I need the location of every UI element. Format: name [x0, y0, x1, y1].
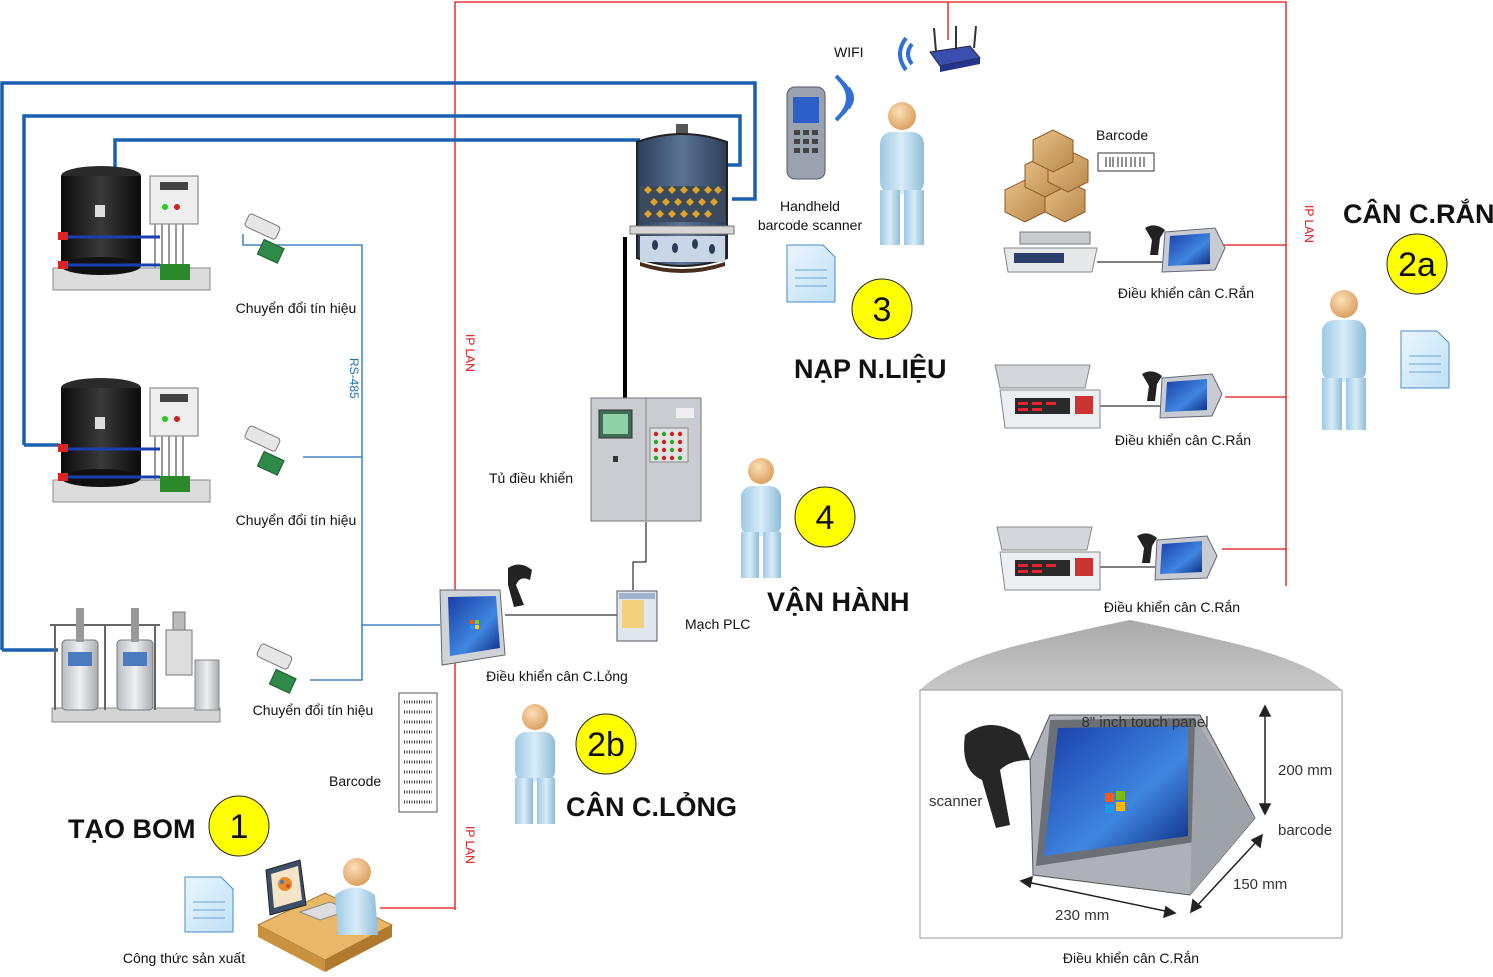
wifi-router-icon [929, 25, 981, 72]
solid-controller-panel-2 [1142, 371, 1223, 419]
document-icon-3 [786, 244, 836, 303]
operator-person-4 [741, 458, 781, 578]
document-icon-recipe [184, 876, 234, 933]
signal-converter-device-3 [256, 643, 297, 694]
rs485-bus [242, 234, 440, 681]
stage-badge-2b: 2b [575, 713, 637, 775]
handheld-label-line2: barcode scanner [758, 217, 863, 233]
solid-controller-panel-1 [1145, 225, 1226, 273]
panel-height-label: 200 mm [1278, 762, 1332, 779]
ip-lan-network [380, 1, 1287, 910]
panel-barcode-label: barcode [1278, 822, 1332, 839]
control-cabinet [590, 397, 702, 522]
ip-lan-label-2: IP LAN [463, 826, 477, 864]
stage-number-3: 3 [873, 291, 892, 329]
barcode-label-top [1097, 152, 1155, 172]
plc-label: Mạch PLC [685, 616, 750, 632]
rs485-label: RS-485 [347, 358, 361, 399]
solid-scale-2 [994, 364, 1101, 429]
control-wiring [505, 237, 1165, 616]
stage-title-2b: CÂN C.LỎNG [566, 790, 737, 822]
stage-number-1: 1 [230, 808, 249, 846]
handheld-label-line1: Handheld [780, 198, 840, 214]
feed-silo [629, 124, 735, 273]
ip-lan-label-3: IP LAN [1302, 205, 1316, 243]
stage-badge-1: 1 [208, 795, 270, 857]
operator-person-3 [880, 102, 924, 245]
document-icon-2a [1400, 330, 1450, 389]
barcode-label-left-text: Barcode [329, 773, 381, 789]
wifi-label: WIFI [834, 44, 864, 60]
signal-converter-label-2: Chuyển đổi tín hiệu [236, 512, 357, 528]
touch-panel-detail-image [964, 704, 1272, 919]
barcode-sheet [398, 692, 438, 813]
stage-title-4: VẬN HÀNH [767, 586, 910, 617]
panel-depth-label: 150 mm [1233, 876, 1287, 893]
stage-title-3: NẠP N.LIỆU [794, 353, 947, 384]
wifi-signal-icon [834, 36, 914, 122]
stage-badge-3: 3 [851, 278, 913, 340]
recipe-designer-workstation [256, 858, 394, 972]
stage-number-4: 4 [816, 499, 835, 537]
stage-number-2b: 2b [587, 726, 625, 764]
control-cabinet-label: Tủ điều khiển [489, 470, 573, 486]
stage-title-2a: CÂN C.RẮN [1343, 198, 1493, 229]
signal-converter-label-3: Chuyển đổi tín hiệu [253, 702, 374, 718]
solid-controller-detail-label: Điều khiển cân C.Rắn [1063, 950, 1199, 966]
handheld-scanner-device [786, 86, 826, 180]
solid-scale-3 [996, 526, 1101, 591]
liquid-weighing-panel [439, 589, 506, 666]
process-pipes [0, 81, 757, 652]
solid-controller-label-3: Điều khiển cân C.Rắn [1104, 599, 1240, 615]
boiler-unit [50, 608, 221, 723]
operator-person-2a [1322, 290, 1366, 430]
solid-scale-1 [1003, 231, 1098, 273]
signal-converter-device-2 [244, 425, 285, 476]
liquid-controller-label: Điều khiển cân C.Lỏng [486, 668, 628, 684]
plc-module [616, 590, 658, 642]
cardboard-boxes [1004, 129, 1089, 223]
panel-scanner-label: scanner [929, 793, 982, 810]
ip-lan-label-1: IP LAN [463, 334, 477, 372]
solid-controller-label-1: Điều khiển cân C.Rắn [1118, 285, 1254, 301]
operator-person-2b [515, 704, 555, 824]
stage-number-2a: 2a [1398, 246, 1436, 284]
stage-badge-2a: 2a [1386, 233, 1448, 295]
stage-title-1: TẠO BOM [68, 814, 196, 844]
solid-controller-label-2: Điều khiển cân C.Rắn [1115, 432, 1251, 448]
liquid-barcode-scanner [508, 564, 532, 607]
panel-width-label: 230 mm [1055, 907, 1109, 924]
panel-title: 8" inch touch panel [1081, 714, 1208, 731]
solid-controller-panel-3 [1137, 533, 1218, 581]
signal-converter-label-1: Chuyển đổi tín hiệu [236, 300, 357, 316]
barcode-label-top-text: Barcode [1096, 127, 1148, 143]
mixing-tank-unit-1 [52, 166, 211, 291]
signal-converter-device-1 [244, 213, 285, 264]
stage-badge-4: 4 [794, 486, 856, 548]
recipe-label: Công thức sản xuất [123, 950, 245, 966]
mixing-tank-unit-2 [52, 378, 211, 503]
